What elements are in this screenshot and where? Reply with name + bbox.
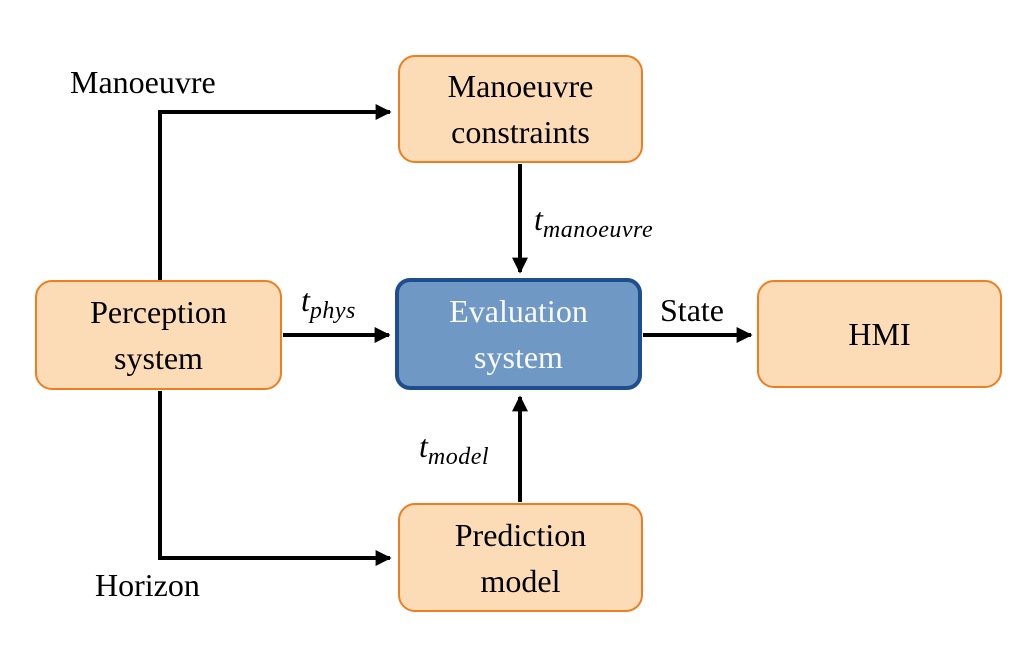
box-perception-line1: Perception — [90, 294, 227, 330]
box-manoeuvre-constraints-line2: constraints — [451, 114, 590, 150]
t-model-base: t — [419, 428, 428, 464]
t-phys-base: t — [301, 282, 310, 318]
t-phys-subscript: phys — [309, 298, 356, 324]
box-hmi-line1: HMI — [848, 316, 911, 352]
box-manoeuvre-constraints-line1: Manoeuvre — [447, 68, 594, 104]
box-prediction-line1: Prediction — [454, 516, 587, 553]
box-perception-line2: system — [114, 340, 203, 376]
box-prediction-line2: model — [480, 562, 561, 599]
box-prediction-model: Prediction model — [398, 503, 643, 612]
edge-label-t-manoeuvre: tmanoeuvre — [534, 201, 653, 248]
t-manoeuvre-base: t — [534, 201, 543, 237]
box-hmi: HMI — [757, 280, 1002, 388]
box-manoeuvre-constraints: Manoeuvre constraints — [398, 55, 643, 163]
t-model-subscript: model — [427, 444, 490, 470]
arrow-perception-to-manoeuvre-constraints — [158, 104, 392, 281]
box-evaluation-line1: Evaluation — [449, 293, 588, 329]
edge-label-state: State — [660, 292, 724, 328]
t-manoeuvre-subscript: manoeuvre — [542, 217, 654, 243]
edge-label-manoeuvre: Manoeuvre — [70, 64, 216, 100]
edge-label-t-model: tmodel — [419, 428, 489, 475]
arrow-perception-to-prediction — [158, 391, 392, 566]
edge-label-t-phys: tphys — [301, 282, 356, 329]
box-evaluation-line2: system — [474, 339, 563, 375]
box-perception-system: Perception system — [35, 280, 282, 390]
edge-label-horizon: Horizon — [95, 567, 200, 603]
box-evaluation-system: Evaluation system — [395, 278, 642, 390]
